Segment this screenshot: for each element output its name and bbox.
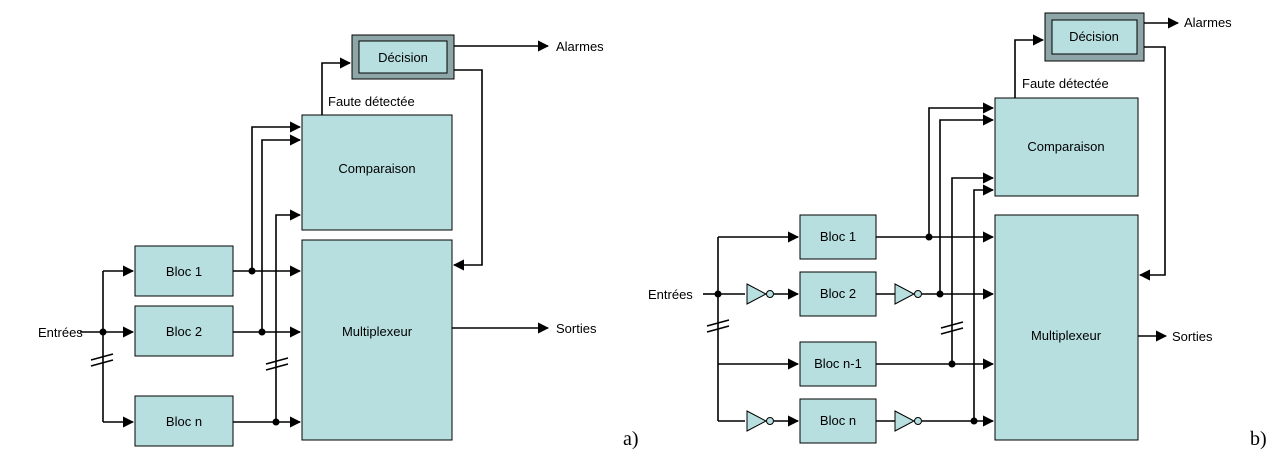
inputs-label-a: Entrées (38, 325, 83, 340)
caption-a: a) (623, 428, 639, 450)
decision-label-a: Décision (378, 50, 428, 65)
bloc-1-label-a: Bloc 1 (166, 264, 202, 279)
decision-label-b: Décision (1069, 29, 1119, 44)
bloc-2-label-b: Bloc 2 (820, 286, 856, 301)
bloc-n-1-label-b: Bloc n-1 (814, 356, 862, 371)
comparison-box-b (994, 97, 1139, 197)
bloc-2-box-b (799, 271, 877, 317)
multiplexer-box-a (301, 239, 453, 441)
fault-label-a: Faute détectée (328, 94, 415, 109)
multiplexer-label-a: Multiplexeur (342, 324, 413, 339)
inverter-out-n (876, 410, 922, 432)
decision-box-b (1044, 12, 1145, 62)
inverter-in-n (746, 410, 800, 432)
bloc-n-label-b: Bloc n (820, 413, 856, 428)
bloc-n-box-b (799, 398, 877, 444)
inverter-in-2 (746, 283, 800, 305)
alarms-label-a: Alarmes (556, 39, 604, 54)
inputs-label-b: Entrées (648, 287, 693, 302)
outputs-label-b: Sorties (1172, 329, 1213, 344)
multiplexer-box-b (994, 214, 1139, 441)
bloc-2-box-a (134, 305, 234, 357)
fault-label-b: Faute détectée (1022, 76, 1109, 91)
bloc-1-label-b: Bloc 1 (820, 229, 856, 244)
bloc-n-box-a (134, 395, 234, 447)
bloc-1-box-a (134, 245, 234, 297)
caption-b: b) (1250, 428, 1267, 450)
diagram-b (703, 12, 1180, 444)
comparison-label-a: Comparaison (338, 161, 415, 176)
bloc-1-box-b (799, 214, 877, 260)
comparison-box-a (301, 114, 453, 231)
multiplexer-label-b: Multiplexeur (1031, 328, 1102, 343)
bloc-n-label-a: Bloc n (166, 414, 202, 429)
diagram-a (80, 34, 550, 447)
bloc-2-label-a: Bloc 2 (166, 324, 202, 339)
decision-box-a (351, 34, 455, 80)
alarms-label-b: Alarmes (1184, 15, 1232, 30)
comparison-label-b: Comparaison (1027, 139, 1104, 154)
inverter-out-2 (876, 283, 922, 305)
outputs-label-a: Sorties (556, 321, 597, 336)
